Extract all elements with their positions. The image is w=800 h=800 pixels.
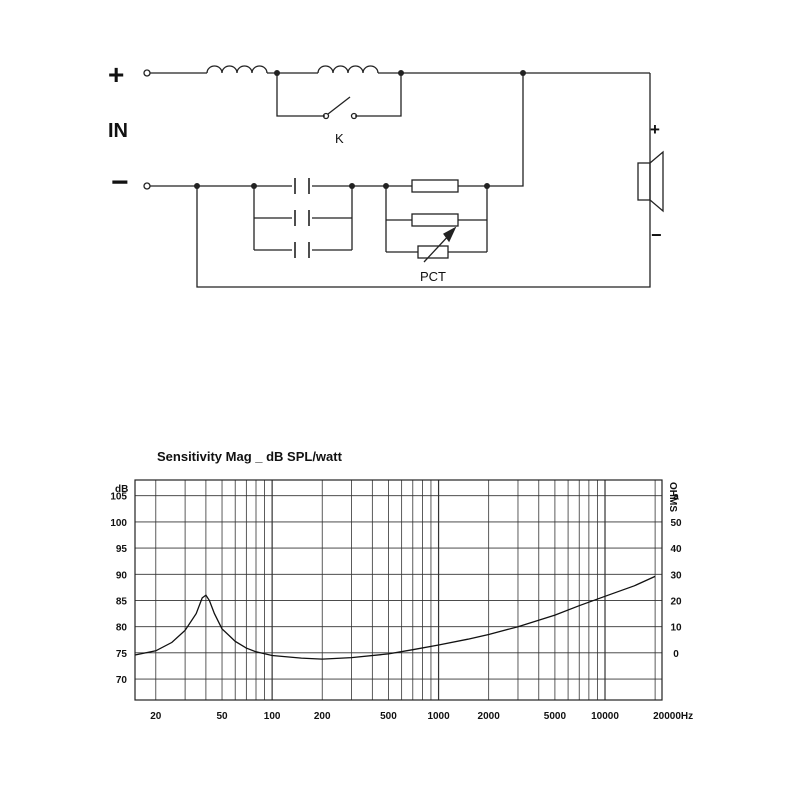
x-tick-label: 20 [150,711,162,722]
junction-dots [194,70,526,189]
right-tick-labels: 0 10 20 30 40 50 a [670,492,682,660]
y-tick-label: 100 [110,518,127,529]
switch-bypass-wire [276,73,325,117]
input-in-label: IN [108,120,128,142]
right-vertical-wire [487,73,524,187]
speaker-cone [649,150,664,213]
right-tick-label: 30 [670,570,682,581]
resistor-2 [411,213,459,227]
input-plus-terminal [143,69,151,77]
right-tick-label: 40 [670,544,682,555]
inductor-2 [317,65,379,74]
x-tick-label: 10000 [591,711,619,722]
x-tick-label: 500 [380,711,397,722]
resistor-1 [411,179,459,193]
x-tick-labels: 20 50 100 200 500 1000 2000 5000 10000 20000Hz [150,711,693,722]
x-tick-label: 5000 [544,711,567,722]
x-tick-label: 100 [264,711,281,722]
x-tick-label: 2000 [478,711,501,722]
switch-bypass-wire-right [355,73,402,117]
speaker-plus-label: + [650,120,660,139]
input-plus-label: + [108,59,124,90]
speaker-minus-label: − [651,225,662,245]
right-tick-label: 10 [670,623,682,634]
y-tick-label: 105 [110,492,127,503]
y-tick-label: 70 [116,675,128,686]
right-tick-label: 0 [673,649,679,660]
y-tick-label: 75 [116,649,128,660]
x-tick-label: 50 [216,711,228,722]
capacitor-plates [294,178,310,258]
input-minus-terminal [143,182,151,190]
sensitivity-curve [134,575,656,660]
thermistor-arrowhead [443,226,457,243]
return-wire [196,186,651,288]
chart-frame [134,479,663,701]
sensitivity-chart: Sensitivity Mag _ dB SPL/watt 70 75 80 85 90… [110,449,693,722]
y-tick-label: 90 [116,570,128,581]
y-tick-label: 85 [116,596,128,607]
switch-k-label: K [335,131,344,146]
y-tick-label: 80 [116,623,128,634]
y-tick-labels: 70 75 80 85 90 95 100 105 [110,492,127,686]
x-tick-label: 1000 [427,711,450,722]
chart-grid [135,480,662,700]
y-axis-unit-label: dB [115,484,128,495]
y-tick-label: 95 [116,544,128,555]
inductor-1 [206,65,268,74]
chart-title: Sensitivity Mag _ dB SPL/watt [157,449,343,464]
chart-series [134,575,656,660]
right-tick-label: 20 [670,596,682,607]
x-tick-label: 200 [314,711,331,722]
right-tick-label: a [673,492,679,503]
right-tick-label: 50 [670,518,682,529]
switch-contact-right [350,112,358,120]
input-minus-label: − [111,166,129,199]
right-axis-label: OHMS [667,482,678,512]
x-tick-label: 20000Hz [653,711,693,722]
pct-label: PCT [420,269,446,284]
crossover-schematic [143,65,664,288]
switch-contact-left [322,112,330,120]
speaker-magnet [637,162,651,201]
switch-k-contact [327,96,351,115]
